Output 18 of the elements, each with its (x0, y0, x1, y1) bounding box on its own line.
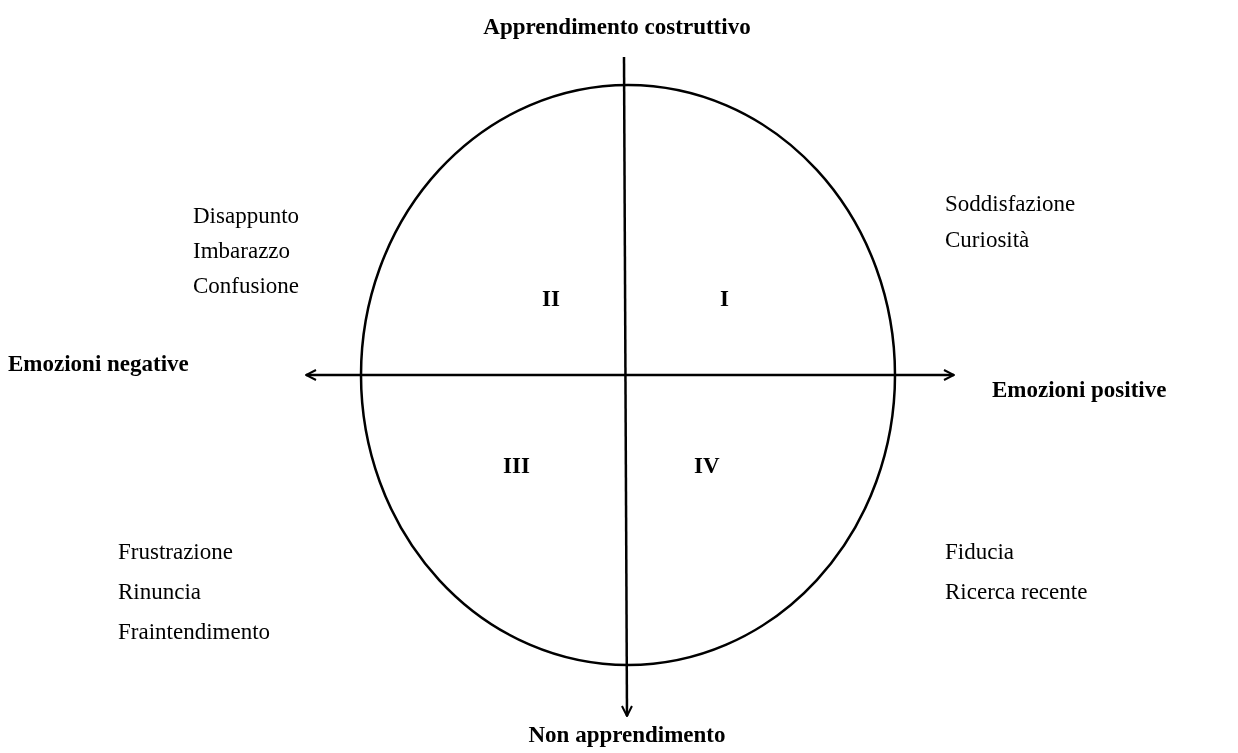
emotion-label: Imbarazzo (193, 238, 291, 265)
emotion-label: Rinuncia (118, 579, 202, 606)
quadrant-number: II (542, 286, 560, 313)
emotion-label: Fraintendimento (118, 619, 271, 646)
emotion-label: Fiducia (945, 539, 1014, 566)
axis-label: Emozioni negative (8, 351, 189, 378)
emotion-label: Curiosità (945, 227, 1030, 254)
quadrant-number: I (720, 286, 729, 313)
emotion-label: Confusione (193, 273, 300, 300)
quadrant-number: IV (694, 453, 720, 480)
emotion-label: Disappunto (193, 203, 300, 230)
emotion-label: Soddisfazione (945, 191, 1076, 218)
emotion-label: Frustrazione (118, 539, 233, 566)
axis-label: Apprendimento costruttivo (483, 14, 751, 41)
axis-label: Emozioni positive (992, 377, 1167, 404)
axis-label: Non apprendimento (528, 722, 726, 749)
emotion-label: Ricerca recente (945, 579, 1088, 606)
quadrant-number: III (503, 453, 530, 480)
